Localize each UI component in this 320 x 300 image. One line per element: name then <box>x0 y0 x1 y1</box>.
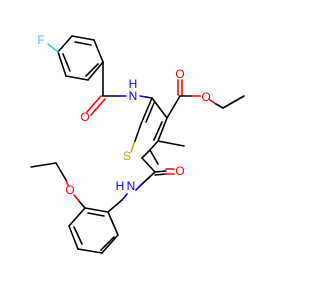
bond <box>77 248 103 254</box>
bond <box>151 97 168 119</box>
amide2-hydrogen-label: H <box>116 179 125 193</box>
bond <box>134 123 142 142</box>
bond <box>222 95 245 109</box>
bond <box>135 184 142 191</box>
bond <box>71 35 95 41</box>
bond <box>157 117 168 142</box>
bond <box>153 121 163 141</box>
bond <box>65 179 69 186</box>
bond <box>107 211 119 236</box>
fluorine-label: F <box>37 33 44 47</box>
bond <box>141 149 151 159</box>
bond <box>87 61 104 81</box>
bond <box>139 95 147 98</box>
bond <box>73 226 83 245</box>
bond <box>209 99 217 105</box>
bond <box>149 140 159 151</box>
bond <box>101 234 119 254</box>
bond <box>85 63 99 77</box>
bond <box>121 193 128 201</box>
bond <box>90 98 106 116</box>
molecule-structure: F N H O O O S O H N O <box>30 33 245 254</box>
bond <box>100 236 115 251</box>
bond <box>154 170 167 173</box>
bond <box>73 194 80 202</box>
bond <box>57 35 73 53</box>
bond <box>157 140 185 147</box>
ester-carbonyl-oxygen-label: O <box>175 67 184 81</box>
bond <box>57 51 67 77</box>
bond <box>78 200 86 209</box>
bond <box>86 95 102 113</box>
amide1-nitrogen-label: N <box>129 89 138 103</box>
bond <box>65 75 89 81</box>
bond <box>68 207 86 227</box>
bonds <box>30 35 245 254</box>
bond <box>87 212 105 217</box>
bond <box>47 43 59 53</box>
bond <box>145 102 155 123</box>
bond <box>30 162 57 168</box>
amide1-hydrogen-label: H <box>129 77 138 91</box>
bond <box>140 171 156 186</box>
ether-oxygen-label: O <box>65 183 74 197</box>
bond <box>55 162 67 181</box>
bond <box>166 95 181 119</box>
amide2-nitrogen-label: N <box>127 179 136 193</box>
bond <box>130 140 136 153</box>
bond <box>62 53 71 72</box>
amide1-oxygen-label: O <box>80 110 89 124</box>
bond <box>154 173 167 176</box>
bond <box>68 225 79 250</box>
thiophene-sulfur-label: S <box>123 149 131 163</box>
bond <box>145 96 153 99</box>
ester-oxygen-label: O <box>201 90 210 104</box>
bond <box>140 97 153 125</box>
bond <box>215 103 224 109</box>
bond <box>84 207 109 213</box>
bond <box>107 199 123 213</box>
bond <box>93 39 104 63</box>
bond <box>141 157 156 173</box>
bond <box>74 41 92 46</box>
amide2-oxygen-label: O <box>175 164 184 178</box>
bond <box>149 149 159 165</box>
atom-labels: F N H O O O S O H N O <box>37 33 210 197</box>
